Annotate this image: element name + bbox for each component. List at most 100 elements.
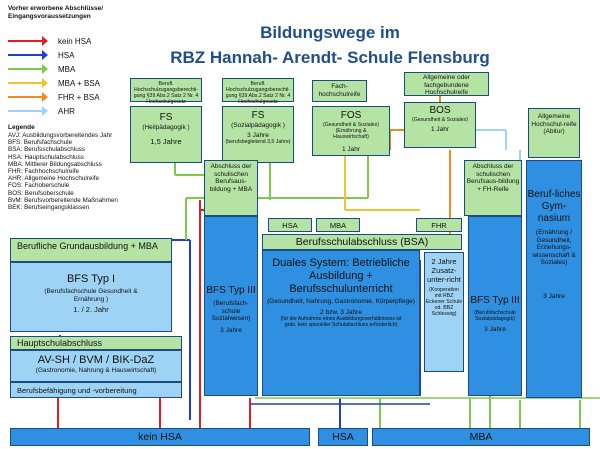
arrow-legend-item: MBA xyxy=(8,62,133,76)
fs2-note: (berufsbegleitend 3,5 Jahre) xyxy=(225,139,291,145)
bos-sub: (Gesundheit & Soziales) xyxy=(412,117,468,123)
bfs-typ-3-right-box: BFS Typ III (Berufsfachschule Sozialpäda… xyxy=(468,216,522,396)
hauptschulabschluss-bar: Hauptschulabschluss xyxy=(10,336,182,350)
arrow-legend-label: MBA + BSA xyxy=(58,78,101,88)
bos-box: BOS (Gesundheit & Soziales) 1 Jahr xyxy=(404,102,476,148)
arrow-head-icon xyxy=(42,36,48,46)
arrow-legend-item: HSA xyxy=(8,48,133,62)
arrow-head-icon xyxy=(42,50,48,60)
bfs1-title: BFS Typ I xyxy=(66,273,116,285)
fos-box: FOS (Gesundheit & Soziales) (Ernährung &… xyxy=(312,106,390,156)
bfs3l-sub: (Berufsfach-schule Sozialwesen) xyxy=(211,300,251,322)
bfs3l-title: BFS Typ III xyxy=(206,285,256,296)
dual-years: 2 bzw. 3 Jahre xyxy=(320,308,362,316)
arrow-legend-item: MBA + BSA xyxy=(8,76,133,90)
bottom-hsa: HSA xyxy=(318,428,368,446)
legend-item: BEK: Berufseingangsklassen xyxy=(8,204,90,212)
bos-title: BOS xyxy=(429,105,451,116)
gym-years: 3 Jahre xyxy=(543,292,565,300)
befaehigung-bar: Berufsbefähigung und -vorbereitung xyxy=(10,382,182,398)
bottom-mba: MBA xyxy=(372,428,590,446)
fs-heilpaedagogik-box: FS (Heilpädagogik ) 1,5 Jahre xyxy=(130,106,202,163)
dual-title: Duales System: Betriebliche Ausbildung +… xyxy=(272,257,410,295)
legend-item: FOS: Fachoberschule xyxy=(8,182,70,190)
arrow-legend-label: kein HSA xyxy=(58,36,92,46)
arrow-legend-item: FHR + BSA xyxy=(8,90,133,104)
hsa-tag: HSA xyxy=(268,218,312,232)
bos-years: 1 Jahr xyxy=(430,126,450,133)
arrow-head-icon xyxy=(42,64,48,74)
bottom-kein-hsa: kein HSA xyxy=(10,428,310,446)
fos-years: 1 Jahr xyxy=(341,146,361,153)
legend-item: BOS: Berufsoberschule xyxy=(8,189,74,197)
legend-item: HSA: Hauptschulabschluss xyxy=(8,153,84,161)
fachhochschulreife-box: Fach-hochschulreife xyxy=(312,80,367,102)
berufliches-gymnasium-box: Beruf-liches Gym-nasium (Ernährung / Ges… xyxy=(526,160,582,398)
grundausbildung-box: Berufliche Grundausbildung + MBA xyxy=(10,238,172,262)
zusatz-box: 2 Jahre Zusatz-unter-richt (Kooperation … xyxy=(424,252,464,372)
title-line-1: Bildungswege im xyxy=(260,23,400,42)
berufl-hsr-box-1: Berufl. Hochschulzugangsberechti-gung §3… xyxy=(130,78,202,105)
arrow-legend-item: kein HSA xyxy=(8,34,133,48)
arrow-icon xyxy=(8,106,48,116)
fos-sub: (Gesundheit & Soziales) (Ernährung & Hau… xyxy=(323,122,379,140)
bsa-bar: Berufsschulabschluss (BSA) xyxy=(262,234,462,250)
zusatz-title: 2 Jahre Zusatz-unter-richt xyxy=(427,257,461,284)
avsh-box: AV-SH / BVM / BIK-DaZ (Gastronomie, Nahr… xyxy=(10,350,182,382)
arrow-icon xyxy=(8,78,48,88)
arrow-legend-item: AHR xyxy=(8,104,133,118)
bfs3l-years: 3 Jahre xyxy=(220,326,242,334)
prereq-title: Vorher erworbene Abschlüsse/ Eingangsvor… xyxy=(8,5,104,20)
arrow-head-icon xyxy=(42,92,48,102)
mba-tag: MBA xyxy=(316,218,360,232)
fs2-years: 3 Jahre xyxy=(247,131,269,139)
arrow-legend-label: AHR xyxy=(58,106,75,116)
legend-item: FHR: Fachhochschulreife xyxy=(8,168,80,176)
dual-note: (für die Aufnahme eines Ausbildungsverhä… xyxy=(280,316,402,328)
arrow-legend-label: FHR + BSA xyxy=(58,92,100,102)
avsh-title: AV-SH / BVM / BIK-DaZ xyxy=(37,354,155,366)
allg-hsr-right-box: Allgemeine Hochschul-reife (Abitur) xyxy=(528,108,580,158)
arrow-head-icon xyxy=(42,106,48,116)
legend-title: Legende xyxy=(8,124,35,131)
legend-item: BSA: Berufsschulabschluss xyxy=(8,146,85,154)
dual-sub: (Gesundheit, Nahrung, Gastronomie, Körpe… xyxy=(267,298,415,305)
dual-system-box: Duales System: Betriebliche Ausbildung +… xyxy=(262,250,420,396)
fos-title: FOS xyxy=(340,110,362,121)
fs-sozialpaedagogik-box: FS (Sozialpädagogik ) 3 Jahre (berufsbeg… xyxy=(222,106,294,163)
legend-item: AHR: Allgemeine Hochschulreife xyxy=(8,175,99,183)
zusatz-note: (Kooperation mit RBZ Eckener Schule od. … xyxy=(425,287,463,317)
fhr-tag: FHR xyxy=(416,218,462,232)
legend-item: AVJ: Ausbildungsvorbereitendes Jahr xyxy=(8,132,113,139)
gym-title: Beruf-liches Gym-nasium xyxy=(527,189,581,224)
bfs3r-title: BFS Typ III xyxy=(470,295,520,306)
arrow-icon xyxy=(8,36,48,46)
bfs-typ-3-left-box: BFS Typ III (Berufsfach-schule Sozialwes… xyxy=(204,216,258,396)
bfs3r-sub: (Berufsfachschule Sozialpädagogik) xyxy=(474,310,516,322)
fs1-title: FS xyxy=(159,112,173,123)
arrow-head-icon xyxy=(42,78,48,88)
legend-item: MBA: Mittlerer Bildungsabschluss xyxy=(8,160,102,168)
abschluss-left-box: Abschluss der schulischen Berufsaus-bild… xyxy=(204,160,258,216)
abschluss-right-box: Abschluss der schulischen Berufsaus-bild… xyxy=(464,160,522,216)
arrow-legend-label: MBA xyxy=(58,64,76,74)
arrow-icon xyxy=(8,92,48,102)
arrow-legend-label: HSA xyxy=(58,50,75,60)
legend-item: BFS: Berufsfachschule xyxy=(8,139,73,147)
arrow-icon xyxy=(8,64,48,74)
legend-item: BvM: Berufsvorbereitende Maßnahmen xyxy=(8,196,118,204)
bfs3r-years: 3 Jahre xyxy=(484,326,506,333)
gym-sub: (Ernährung / Gesundheit, Erziehungs-wiss… xyxy=(532,229,576,266)
title-line-2: RBZ Hannah- Arendt- Schule Flensburg xyxy=(170,48,490,67)
fs2-sub: (Sozialpädagogik ) xyxy=(231,122,285,129)
avsh-sub: (Gastronomie, Nahrung & Hauswirtschaft) xyxy=(35,367,157,374)
fs1-years: 1,5 Jahre xyxy=(150,136,182,146)
bfs-typ-1-box: BFS Typ I (Berufsfachschule Gesundheit &… xyxy=(10,262,172,332)
arrow-legend: kein HSA HSA MBA MBA + BSA FHR + BSA AHR xyxy=(8,34,133,118)
bfs1-years: 1. / 2. Jahr xyxy=(73,305,109,314)
arrow-icon xyxy=(8,50,48,60)
fs1-sub: (Heilpädagogik ) xyxy=(142,124,190,131)
bfs1-sub: (Berufsfachschule Gesundheit & Ernährung… xyxy=(44,288,138,303)
